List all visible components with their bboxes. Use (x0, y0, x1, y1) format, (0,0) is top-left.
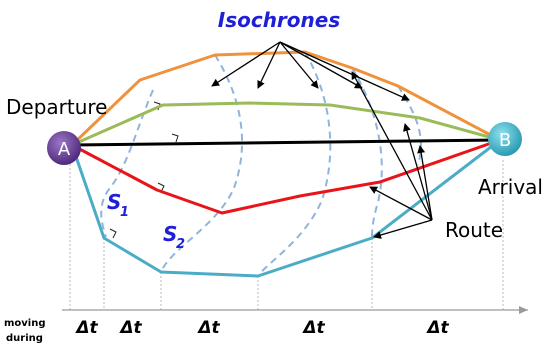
route-black (71, 138, 501, 147)
route-label: Route (445, 218, 503, 242)
right-angle-marker (109, 228, 117, 239)
node-b-label: B (499, 130, 511, 151)
route-arrows (351, 71, 433, 239)
arrival-label: Arrival (478, 175, 543, 199)
delta-t-label: Δt (301, 318, 325, 338)
route-green (71, 101, 501, 147)
delta-t-label: Δt (118, 318, 142, 338)
isochrone-curve-2 (161, 54, 244, 271)
node-b: B (488, 122, 522, 156)
isochrone-curve-4 (351, 67, 383, 239)
route-blue (70, 138, 501, 278)
node-a: A (47, 131, 81, 165)
time-guide-lines (69, 160, 504, 310)
departure-label: Departure (6, 95, 107, 119)
route-red (71, 138, 501, 215)
s1-label: S 1 (107, 190, 129, 220)
s2-label: S 2 (163, 222, 185, 252)
route-orange (70, 50, 501, 147)
moving-label: moving (4, 318, 46, 329)
node-a-label: A (58, 139, 71, 160)
isochrone-curve-5 (397, 85, 422, 166)
svg-text:S: S (107, 190, 121, 214)
delta-t-label: Δt (425, 318, 449, 338)
svg-text:2: 2 (176, 237, 185, 252)
routes (70, 50, 501, 278)
isochrone-arrows (211, 41, 410, 101)
perpendicular-markers (109, 101, 179, 239)
during-label: during (6, 333, 43, 344)
svg-text:S: S (163, 222, 177, 246)
right-angle-marker (171, 133, 179, 143)
isochrone-curve-3 (257, 51, 332, 277)
delta-t-label: Δt (196, 318, 220, 338)
isochrones-label: Isochrones (218, 8, 341, 32)
svg-text:1: 1 (120, 205, 129, 220)
right-angle-marker (157, 182, 165, 193)
isochrones (100, 51, 422, 277)
delta-t-label: Δt (74, 318, 98, 338)
